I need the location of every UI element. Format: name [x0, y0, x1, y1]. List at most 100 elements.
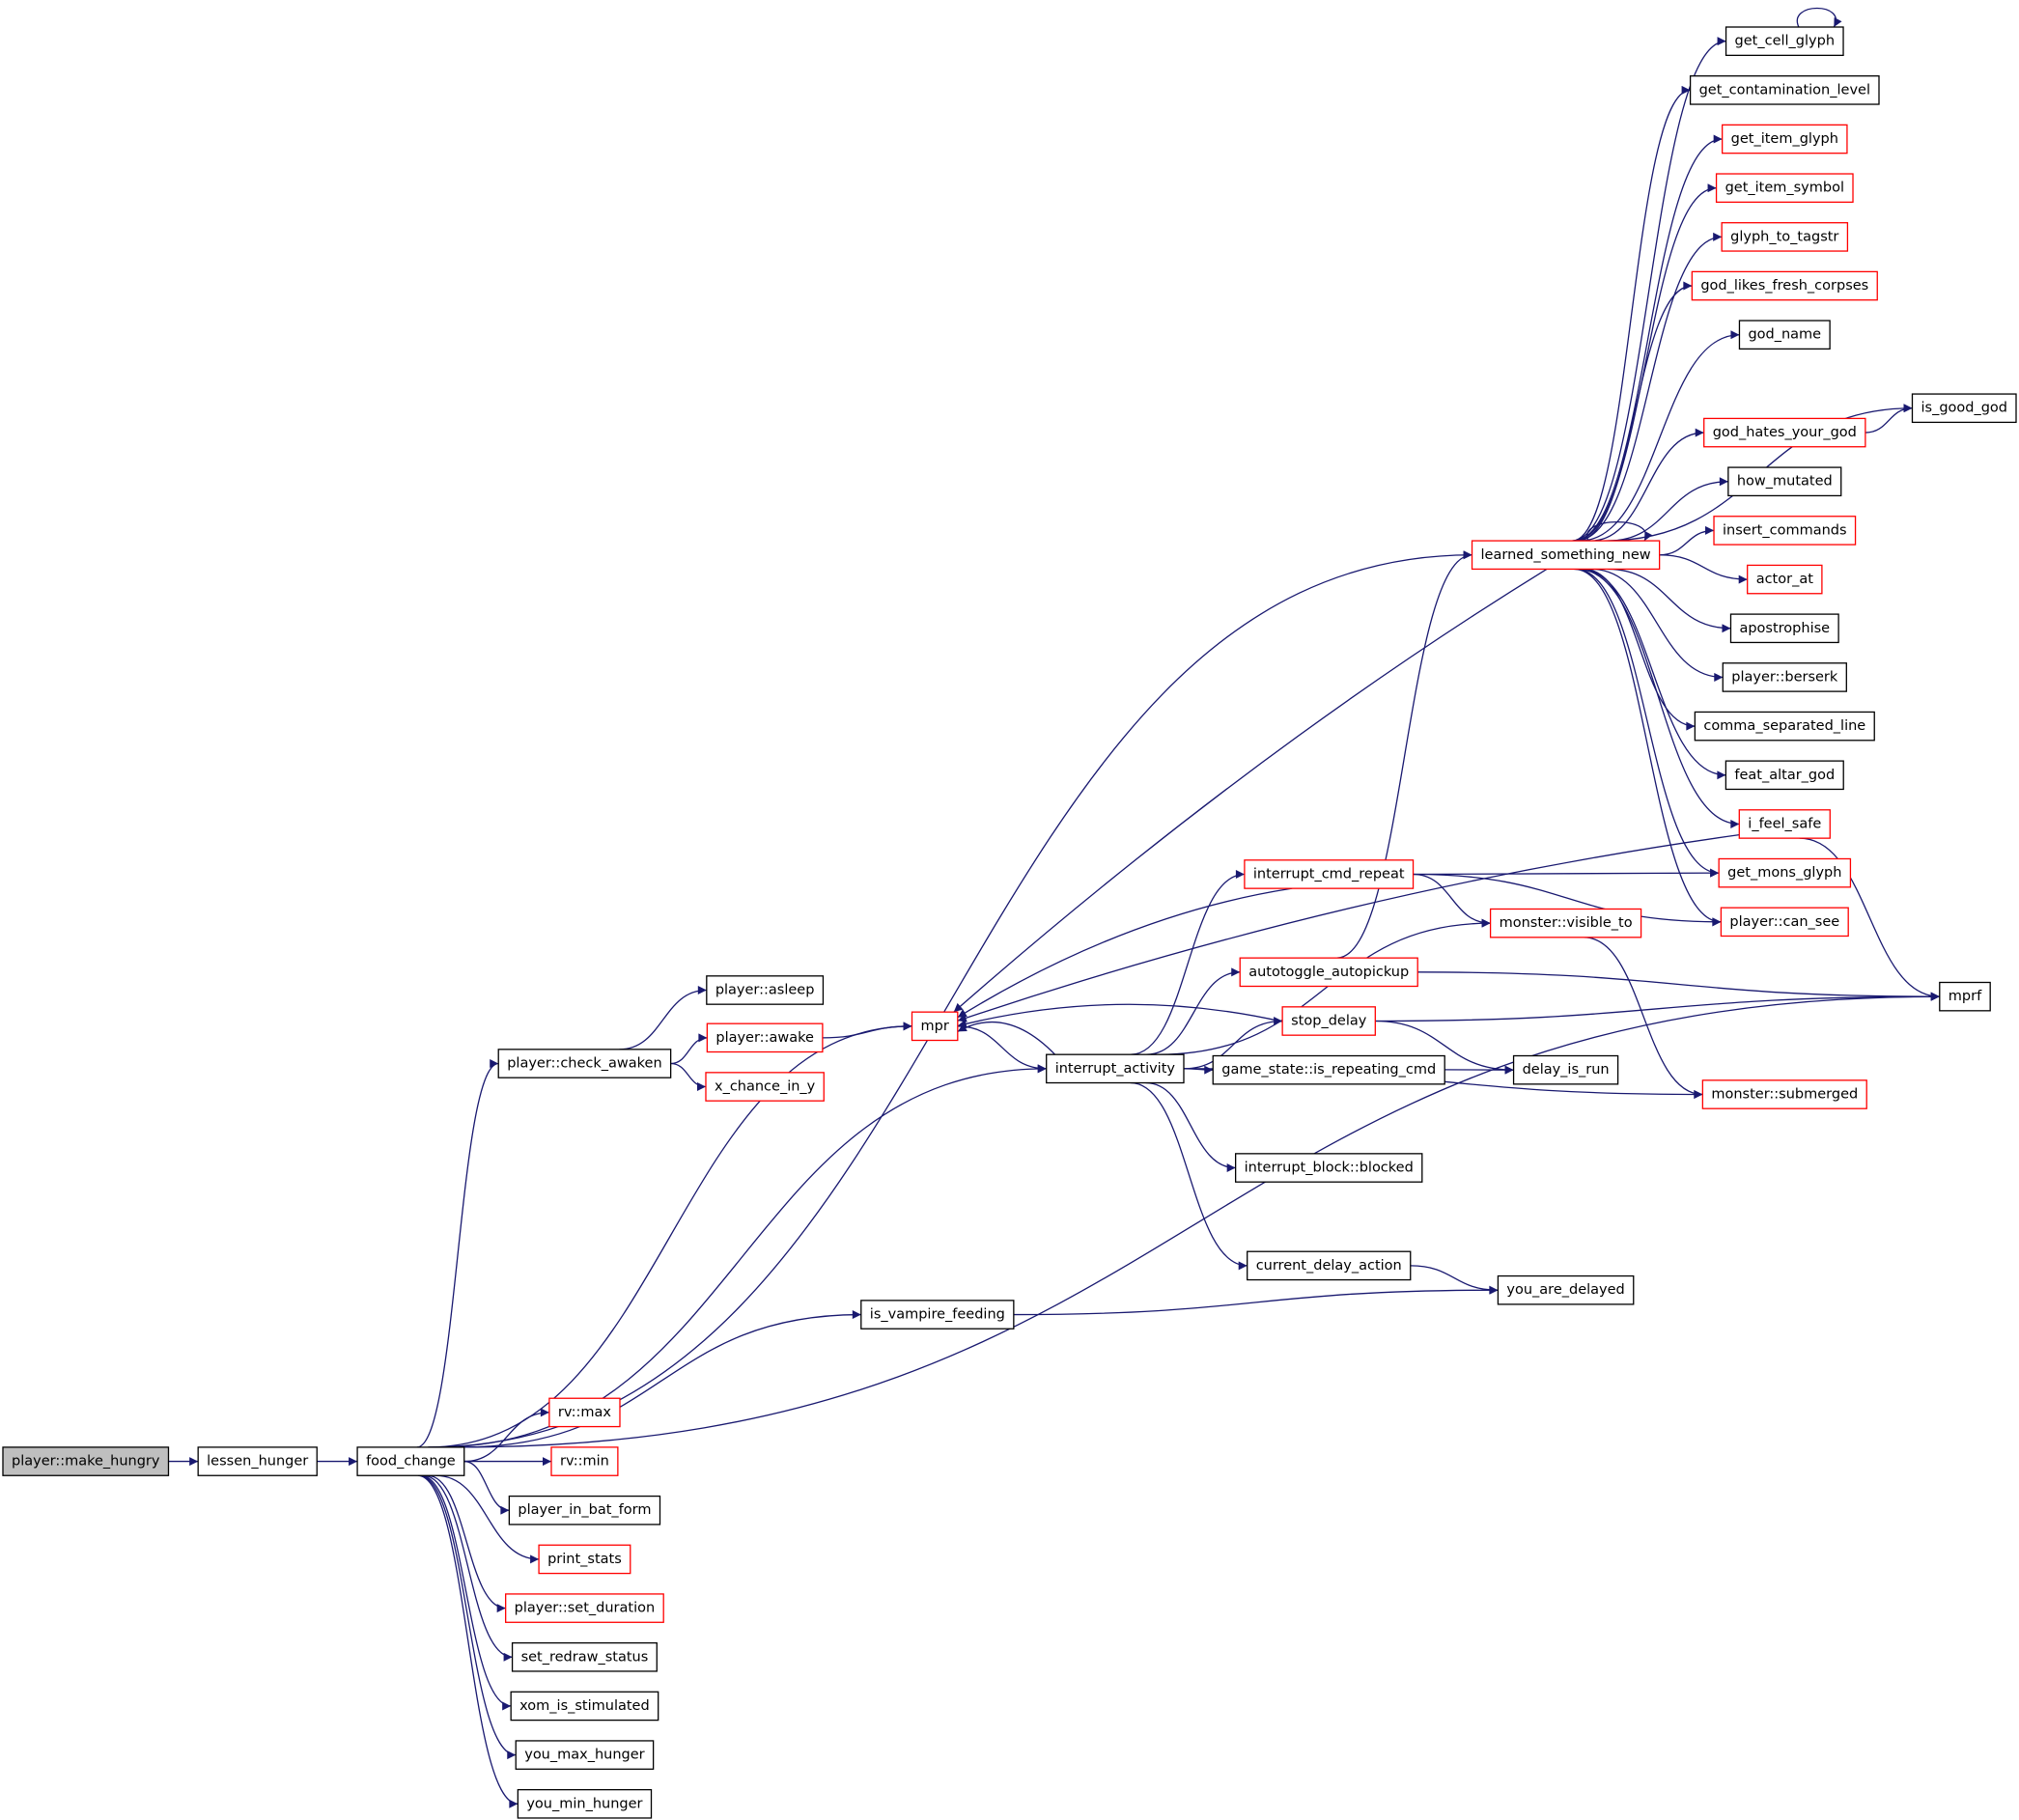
- node-i-feel-safe[interactable]: i_feel_safe: [1738, 809, 1831, 839]
- node-label: how_mutated: [1737, 474, 1833, 490]
- node-current-delay-action[interactable]: current_delay_action: [1247, 1250, 1412, 1281]
- node-box: [1720, 907, 1849, 938]
- node-box: [1281, 1006, 1376, 1036]
- node-you-max-hunger[interactable]: you_max_hunger: [515, 1740, 655, 1770]
- edge-learned-something-new-to-god-hates-your-god: [1590, 428, 1704, 542]
- node-mprf[interactable]: mprf: [1939, 981, 1991, 1012]
- node-box: [1694, 711, 1875, 742]
- node-delay-is-run[interactable]: delay_is_run: [1512, 1054, 1619, 1085]
- node-label: interrupt_block::blocked: [1245, 1161, 1414, 1176]
- node-you-min-hunger[interactable]: you_min_hunger: [517, 1788, 653, 1819]
- node-box: [911, 1011, 959, 1042]
- node-box: [1239, 957, 1418, 988]
- node-asleep[interactable]: player::asleep: [706, 975, 825, 1005]
- node-label: rv::min: [560, 1454, 609, 1470]
- edge-food-change-to-rv-max: [463, 1408, 549, 1463]
- edge-learned-something-new-to-i-feel-safe: [1577, 568, 1740, 828]
- node-box: [197, 1446, 318, 1476]
- node-interrupt-cmd-repeat[interactable]: interrupt_cmd_repeat: [1244, 859, 1415, 889]
- node-monster-visible-to[interactable]: monster::visible_to: [1489, 908, 1642, 938]
- node-box: [1471, 540, 1661, 571]
- node-box: [1725, 26, 1844, 56]
- node-box: [1691, 270, 1878, 301]
- edge-learned-something-new-to-get-item-symbol: [1574, 183, 1717, 542]
- edge-food-change-to-print-stats: [435, 1474, 540, 1564]
- node-god-name[interactable]: god_name: [1738, 320, 1831, 350]
- node-x-chance-in-y[interactable]: x_chance_in_y: [705, 1072, 825, 1102]
- node-interrupt-activity[interactable]: interrupt_activity: [1046, 1053, 1185, 1084]
- node-box: [1729, 613, 1839, 644]
- node-rv-max[interactable]: rv::max: [548, 1397, 621, 1428]
- node-how-mutated[interactable]: how_mutated: [1727, 466, 1842, 497]
- node-is-good-god[interactable]: is_good_god: [1911, 393, 2017, 424]
- node-is-vampire-feeding[interactable]: is_vampire_feeding: [860, 1300, 1015, 1330]
- node-set-duration[interactable]: player::set_duration: [505, 1593, 664, 1623]
- edge-is-vampire-feeding-to-you-are-delayed: [1013, 1285, 1499, 1316]
- node-player-in-bat-form[interactable]: player_in_bat_form: [508, 1495, 661, 1526]
- node-get-item-symbol[interactable]: get_item_symbol: [1715, 173, 1854, 204]
- node-feat-altar-god[interactable]: feat_altar_god: [1725, 760, 1844, 791]
- node-get-mons-glyph[interactable]: get_mons_glyph: [1718, 857, 1852, 888]
- node-food-change[interactable]: food_change: [356, 1446, 465, 1476]
- node-berserk[interactable]: player::berserk: [1722, 662, 1847, 692]
- node-box: [1722, 662, 1847, 692]
- node-box: [860, 1300, 1015, 1330]
- edge-stop-delay-to-mpr: [957, 1003, 1283, 1028]
- node-insert-commands[interactable]: insert_commands: [1713, 516, 1857, 546]
- node-get-item-glyph[interactable]: get_item_glyph: [1722, 124, 1848, 154]
- node-xom-is-stimulated[interactable]: xom_is_stimulated: [510, 1691, 659, 1722]
- node-check-awaken[interactable]: player::check_awaken: [497, 1049, 672, 1078]
- node-box: [510, 1691, 659, 1722]
- node-label: set_redraw_status: [521, 1649, 649, 1665]
- edge-food-change-to-is-vampire-feeding: [462, 1310, 861, 1448]
- node-is-repeating-cmd[interactable]: game_state::is_repeating_cmd: [1212, 1054, 1445, 1085]
- node-you-are-delayed[interactable]: you_are_delayed: [1497, 1274, 1635, 1305]
- edge-food-change-to-player-in-bat-form: [463, 1460, 510, 1515]
- node-label: mprf: [1949, 989, 1982, 1004]
- node-label: current_delay_action: [1256, 1258, 1402, 1274]
- node-lessen-hunger[interactable]: lessen_hunger: [197, 1446, 318, 1476]
- node-label: feat_altar_god: [1734, 768, 1835, 783]
- edge-food-change-to-check-awaken: [416, 1059, 499, 1448]
- node-label: monster::visible_to: [1500, 915, 1633, 931]
- node-label: get_item_glyph: [1731, 131, 1838, 147]
- node-print-stats[interactable]: print_stats: [538, 1544, 631, 1575]
- node-god-likes-fresh-corpses[interactable]: god_likes_fresh_corpses: [1691, 270, 1878, 301]
- node-rv-min[interactable]: rv::min: [550, 1446, 619, 1476]
- node-learned-something-new[interactable]: learned_something_new: [1471, 540, 1661, 571]
- edge-interrupt-cmd-repeat-to-player-can-see: [1413, 873, 1722, 927]
- edge-learned-something-new-to-glyph-to-tagstr: [1575, 232, 1723, 542]
- edge-interrupt-cmd-repeat-to-mpr: [957, 887, 1293, 1019]
- node-monster-submerged[interactable]: monster::submerged: [1701, 1079, 1867, 1109]
- node-awake[interactable]: player::awake: [706, 1022, 824, 1053]
- node-glyph-to-tagstr[interactable]: glyph_to_tagstr: [1721, 222, 1849, 252]
- node-apostrophise[interactable]: apostrophise: [1729, 613, 1839, 644]
- edge-interrupt-activity-to-monster-visible-to: [1159, 918, 1491, 1055]
- node-autotoggle-autopickup[interactable]: autotoggle_autopickup: [1239, 957, 1418, 988]
- node-box: [515, 1740, 655, 1770]
- node-get-contamination-level[interactable]: get_contamination_level: [1689, 75, 1880, 105]
- edge-learned-something-new-to-insert-commands: [1659, 525, 1715, 556]
- node-label: glyph_to_tagstr: [1730, 229, 1838, 244]
- node-blocked[interactable]: interrupt_block::blocked: [1234, 1153, 1423, 1183]
- node-label: insert_commands: [1723, 522, 1847, 538]
- node-player-can-see[interactable]: player::can_see: [1720, 907, 1849, 938]
- node-get-cell-glyph[interactable]: get_cell_glyph: [1725, 26, 1844, 56]
- node-box: [706, 1022, 824, 1053]
- node-box: [1244, 859, 1415, 889]
- edge-autotoggle-autopickup-to-mprf: [1417, 971, 1940, 1001]
- node-box: [1247, 1250, 1412, 1281]
- node-label: interrupt_cmd_repeat: [1253, 866, 1405, 882]
- node-box: [1701, 1079, 1867, 1109]
- nodes-layer: player::make_hungry lessen_hunger food_cha…: [2, 26, 2017, 1819]
- node-label: god_hates_your_god: [1713, 425, 1857, 440]
- node-make-hungry[interactable]: player::make_hungry: [2, 1446, 170, 1476]
- node-comma-separated-line[interactable]: comma_separated_line: [1694, 711, 1875, 742]
- node-box: [706, 975, 825, 1005]
- node-actor-at[interactable]: actor_at: [1747, 564, 1823, 595]
- node-god-hates-your-god[interactable]: god_hates_your_god: [1703, 417, 1866, 448]
- node-stop-delay[interactable]: stop_delay: [1281, 1006, 1376, 1036]
- node-set-redraw-status[interactable]: set_redraw_status: [511, 1641, 658, 1672]
- edge-learned-something-new-to-comma-separated-line: [1584, 568, 1696, 731]
- node-mpr[interactable]: mpr: [911, 1011, 959, 1042]
